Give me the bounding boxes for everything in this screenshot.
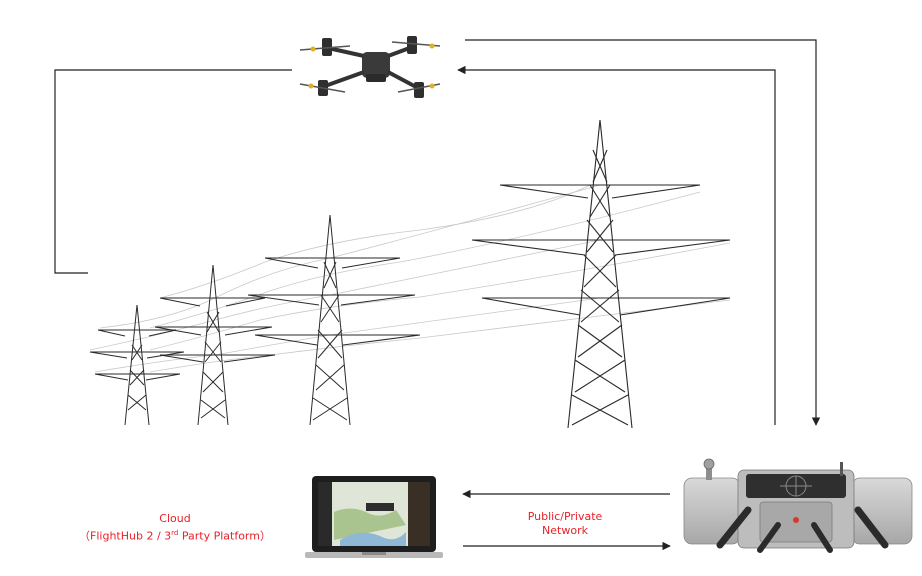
- cloud-label: Cloud （FlightHub 2 / 3rd Party Platform）: [40, 512, 310, 544]
- drone-left-link: [54, 69, 292, 274]
- drone-icon: [299, 36, 441, 98]
- cloud-platform-text: （FlightHub 2 / 3rd Party Platform）: [40, 526, 310, 544]
- transmission-tower-4: [471, 119, 731, 429]
- cloud-platform-prefix: （FlightHub 2 / 3: [79, 529, 172, 543]
- laptop-icon: [305, 476, 443, 558]
- cloud-title: Cloud: [159, 512, 191, 525]
- network-label-line1: Public/Private: [527, 510, 603, 523]
- transmission-tower-2: [154, 264, 276, 426]
- dock-to-drone-link: [457, 65, 776, 425]
- network-label-line2: Network: [542, 524, 588, 537]
- drone-to-dock-link: [465, 39, 821, 426]
- transmission-tower-1: [89, 304, 185, 426]
- network-label: Public/Private Network: [500, 510, 630, 538]
- dock-station-icon: [683, 458, 913, 553]
- cloud-platform-suffix: Party Platform）: [178, 529, 271, 543]
- cloud-platform-sup: rd: [171, 529, 179, 537]
- transmission-tower-3: [247, 214, 421, 426]
- connection-lines: [54, 39, 821, 551]
- power-line-wires: [89, 184, 731, 373]
